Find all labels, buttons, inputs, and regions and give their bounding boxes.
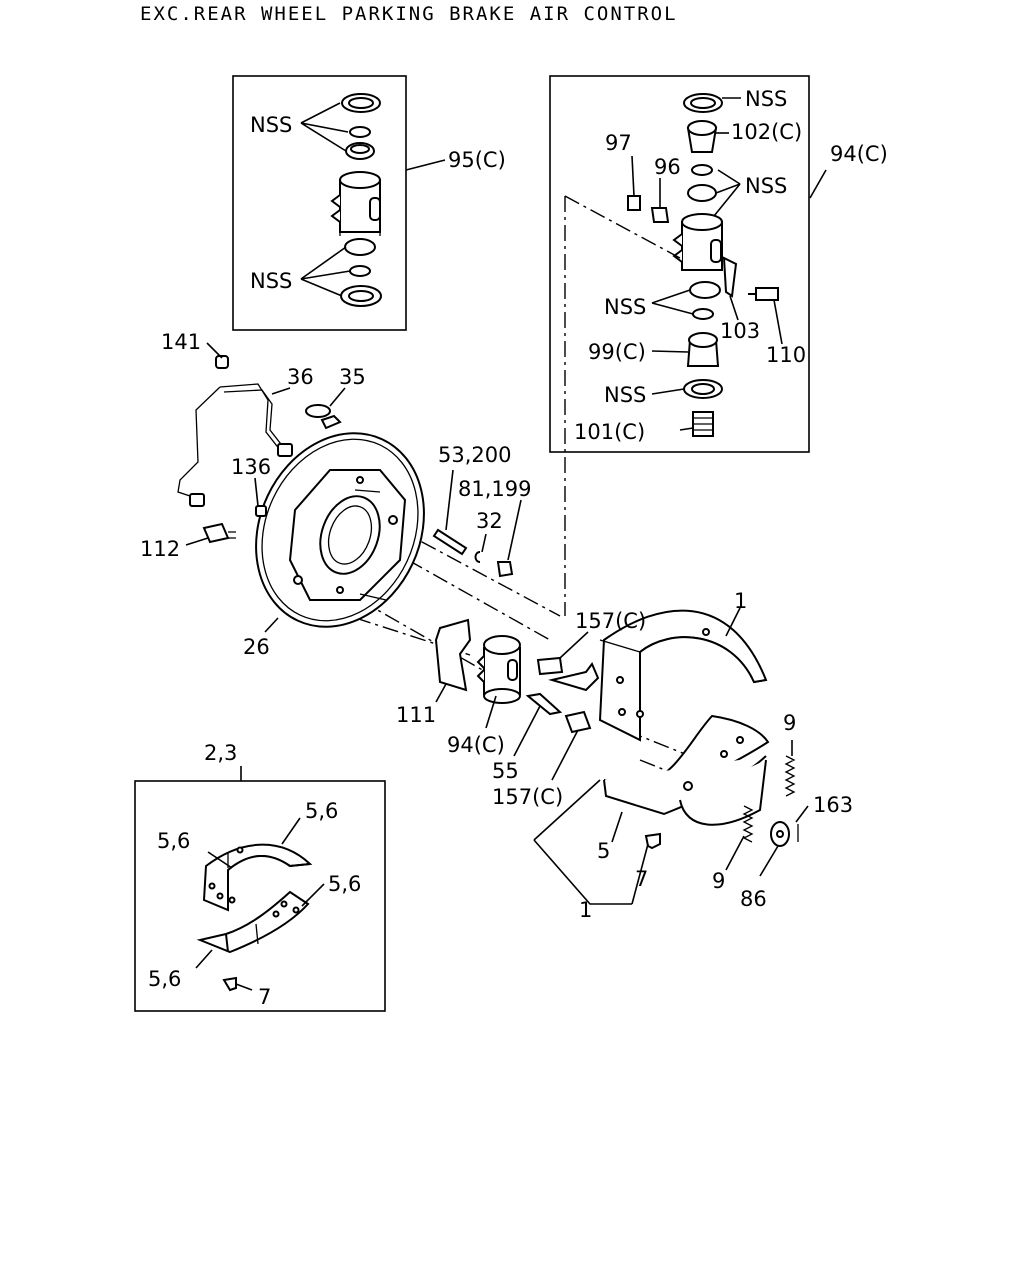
lining-kit — [196, 843, 313, 992]
wheel-cylinder — [476, 635, 521, 704]
label-9-bottom: 9 — [712, 869, 725, 893]
label-5-6-c: 5,6 — [328, 872, 361, 896]
label-112: 112 — [140, 537, 180, 561]
cylinder-kit-94c — [627, 93, 779, 437]
label-2-3: 2,3 — [204, 741, 237, 765]
inset-box-95c — [232, 75, 407, 331]
inset-box-2-3 — [134, 780, 386, 1012]
backing-plate — [255, 414, 425, 628]
label-55: 55 — [492, 759, 519, 783]
label-53-200: 53,200 — [438, 443, 511, 467]
label-102c: 102(C) — [731, 120, 802, 144]
label-94c-bottom: 94(C) — [447, 733, 505, 757]
label-86: 86 — [740, 887, 767, 911]
label-94c-top: 94(C) — [830, 142, 888, 166]
label-36: 36 — [287, 365, 314, 389]
label-9-top: 9 — [783, 711, 796, 735]
label-7: 7 — [635, 867, 648, 891]
label-95c: 95(C) — [448, 148, 506, 172]
label-7-inset: 7 — [258, 985, 271, 1009]
label-35: 35 — [339, 365, 366, 389]
label-5-6-d: 5,6 — [148, 967, 181, 991]
label-97: 97 — [605, 131, 632, 155]
label-32: 32 — [476, 509, 503, 533]
label-81-199: 81,199 — [458, 477, 531, 501]
label-136: 136 — [231, 455, 271, 479]
label-163: 163 — [813, 793, 853, 817]
small-parts — [189, 355, 600, 734]
label-103: 103 — [720, 319, 760, 343]
label-99c: 99(C) — [588, 340, 646, 364]
label-111: 111 — [396, 703, 436, 727]
label-nss-94-lower: NSS — [604, 295, 646, 319]
label-5-6-a: 5,6 — [305, 799, 338, 823]
label-141: 141 — [161, 330, 201, 354]
brake-shoe-upper — [598, 609, 768, 742]
lever-111 — [434, 618, 472, 692]
label-5-6-b: 5,6 — [157, 829, 190, 853]
label-26: 26 — [243, 635, 270, 659]
label-1-top: 1 — [734, 589, 747, 613]
label-110: 110 — [766, 343, 806, 367]
label-5: 5 — [597, 839, 610, 863]
inset-box-94c — [549, 75, 810, 453]
cylinder-kit-95c — [330, 93, 382, 307]
hardware — [644, 755, 799, 850]
label-1-bottom: 1 — [579, 898, 592, 922]
label-nss-95-bottom: NSS — [250, 269, 292, 293]
label-101c: 101(C) — [574, 420, 645, 444]
brake-pipe — [177, 383, 281, 499]
label-nss-94-bottom: NSS — [604, 383, 646, 407]
label-nss-95-top: NSS — [250, 113, 292, 137]
label-nss-94-mid: NSS — [745, 174, 787, 198]
diagram-title: EXC.REAR WHEEL PARKING BRAKE AIR CONTROL — [140, 3, 678, 25]
label-nss-94-top: NSS — [745, 87, 787, 111]
label-157c-top: 157(C) — [575, 609, 646, 633]
label-96: 96 — [654, 155, 681, 179]
brake-shoe-lower — [603, 714, 770, 826]
label-157c-bottom: 157(C) — [492, 785, 563, 809]
